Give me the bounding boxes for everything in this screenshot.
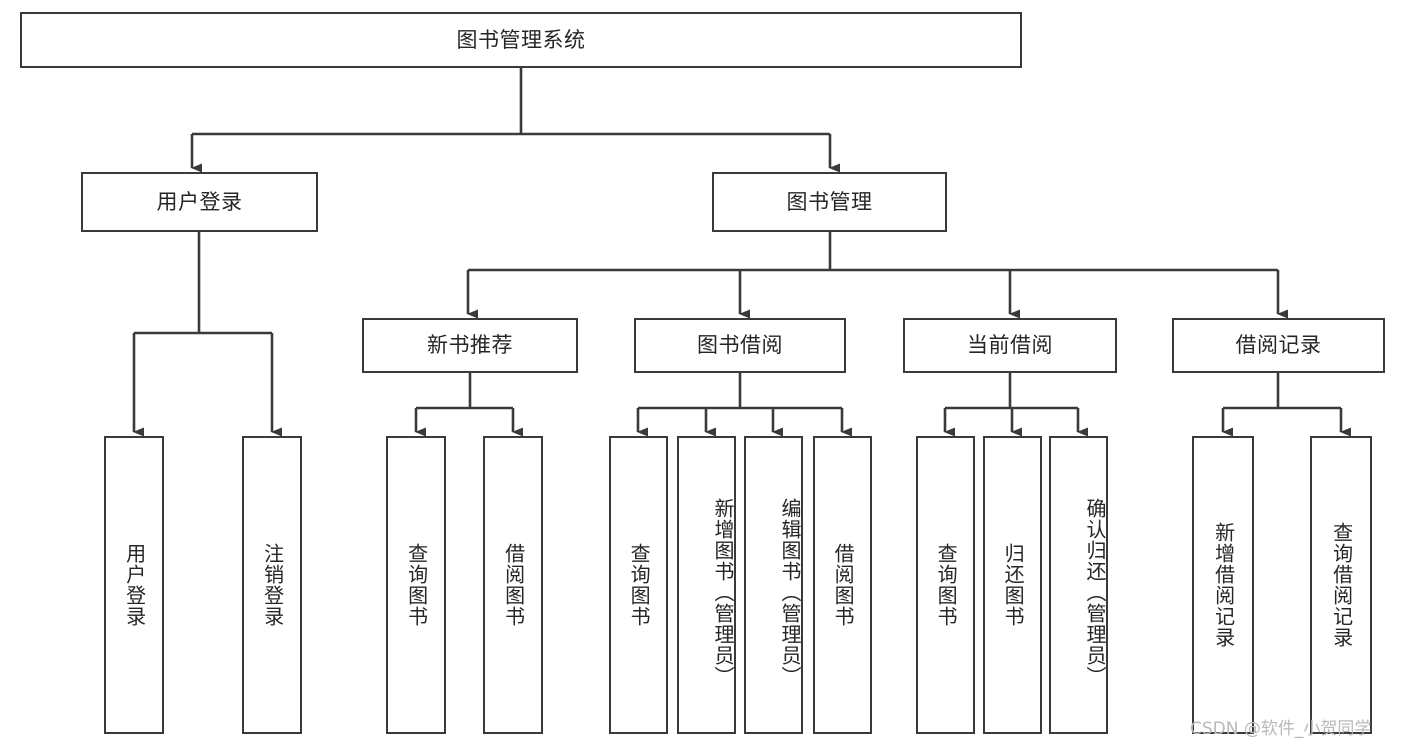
node-root[interactable]: 图书管理系统 <box>20 12 1022 68</box>
node-leaf-query-1[interactable]: 查询图书 <box>386 436 446 734</box>
csdn-watermark: CSDN @软件_小贺同学 <box>1190 719 1372 739</box>
node-user-login-label: 用户登录 <box>156 189 243 214</box>
node-leaf-query-3-label: 查询图书 <box>934 543 959 627</box>
node-leaf-confirm-label: 确认归还（管理员） <box>1083 497 1107 687</box>
node-leaf-return[interactable]: 归还图书 <box>983 436 1042 734</box>
node-leaf-borrow-1[interactable]: 借阅图书 <box>483 436 543 734</box>
node-leaf-edit-book-label: 编辑图书（管理员） <box>778 497 802 687</box>
node-leaf-add-book-label: 新增图书（管理员） <box>711 497 735 687</box>
node-user-login[interactable]: 用户登录 <box>81 172 318 232</box>
node-book-manage[interactable]: 图书管理 <box>712 172 947 232</box>
node-leaf-query-2-label: 查询图书 <box>627 543 652 627</box>
node-book-borrow-label: 图书借阅 <box>697 333 783 358</box>
node-borrow-record[interactable]: 借阅记录 <box>1172 318 1385 373</box>
node-leaf-confirm[interactable]: 确认归还（管理员） <box>1049 436 1108 734</box>
node-leaf-edit-book[interactable]: 编辑图书（管理员） <box>744 436 803 734</box>
node-leaf-add-rec-label: 新增借阅记录 <box>1211 522 1236 648</box>
node-leaf-user-login[interactable]: 用户登录 <box>104 436 164 734</box>
node-leaf-query-rec[interactable]: 查询借阅记录 <box>1310 436 1372 734</box>
node-leaf-add-book[interactable]: 新增图书（管理员） <box>677 436 736 734</box>
node-leaf-borrow-2-label: 借阅图书 <box>831 543 856 627</box>
node-leaf-return-label: 归还图书 <box>1001 543 1026 627</box>
node-leaf-query-1-label: 查询图书 <box>404 543 429 627</box>
node-book-borrow[interactable]: 图书借阅 <box>634 318 846 373</box>
node-borrow-record-label: 借阅记录 <box>1235 333 1322 358</box>
node-leaf-borrow-1-label: 借阅图书 <box>501 543 526 627</box>
node-new-book-rec[interactable]: 新书推荐 <box>362 318 578 373</box>
node-leaf-user-login-label: 用户登录 <box>122 543 147 627</box>
node-leaf-query-3[interactable]: 查询图书 <box>916 436 975 734</box>
node-leaf-user-logout-label: 注销登录 <box>260 543 285 627</box>
node-book-manage-label: 图书管理 <box>786 189 873 214</box>
node-leaf-add-rec[interactable]: 新增借阅记录 <box>1192 436 1254 734</box>
node-root-label: 图书管理系统 <box>456 27 586 52</box>
node-leaf-user-logout[interactable]: 注销登录 <box>242 436 302 734</box>
node-leaf-query-rec-label: 查询借阅记录 <box>1329 522 1354 648</box>
node-new-book-rec-label: 新书推荐 <box>427 333 513 358</box>
node-current-borrow-label: 当前借阅 <box>967 333 1053 358</box>
node-current-borrow[interactable]: 当前借阅 <box>903 318 1117 373</box>
node-leaf-query-2[interactable]: 查询图书 <box>609 436 668 734</box>
node-leaf-borrow-2[interactable]: 借阅图书 <box>813 436 872 734</box>
